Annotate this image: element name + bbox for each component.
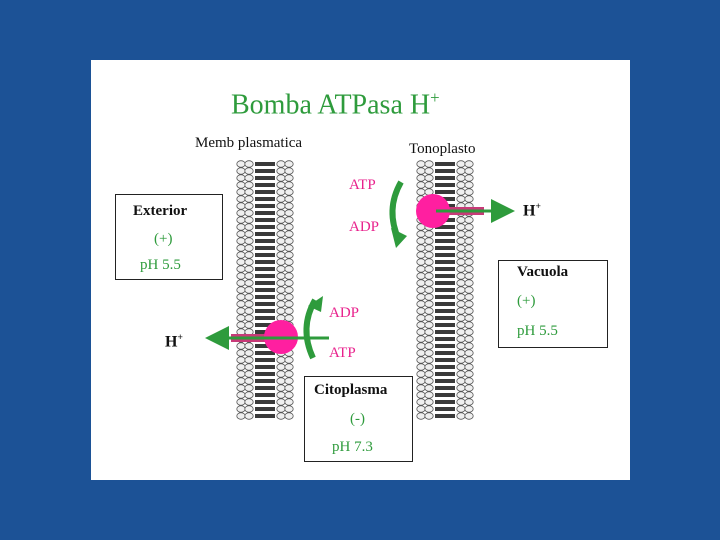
citoplasma-box: Citoplasma (-) pH 7.3 xyxy=(304,376,413,462)
vacuola-box: Vacuola (+) pH 5.5 xyxy=(498,260,608,348)
citoplasma-charge: (-) xyxy=(350,411,365,427)
curved-arrow-head xyxy=(308,296,323,312)
pump-circle xyxy=(416,194,450,228)
adp-label-bottom: ADP xyxy=(329,305,360,321)
slide-panel: Bomba ATPasa H+ Memb plasmatica Tonoplas… xyxy=(91,60,630,480)
curved-arrow-head xyxy=(391,228,407,248)
tonoplast-pump xyxy=(389,180,515,248)
diagram-title: Bomba ATPasa H+ xyxy=(231,88,440,121)
tonoplast-label: Tonoplasto xyxy=(409,141,476,157)
plasma-membrane-pump xyxy=(205,296,329,360)
pump-diagram xyxy=(205,160,515,420)
vacuola-charge: (+) xyxy=(517,293,536,309)
plasma-membrane-label: Memb plasmatica xyxy=(195,135,303,151)
exterior-charge: (+) xyxy=(154,231,173,247)
citoplasma-title: Citoplasma xyxy=(314,382,388,398)
exterior-title: Exterior xyxy=(133,203,188,219)
exterior-ph: pH 5.5 xyxy=(140,257,181,273)
citoplasma-ph: pH 7.3 xyxy=(332,439,373,455)
vacuola-ph: pH 5.5 xyxy=(517,323,558,339)
plasma-membrane-bilayer xyxy=(236,160,294,420)
vacuola-title: Vacuola xyxy=(517,264,569,280)
exterior-box: Exterior (+) pH 5.5 xyxy=(115,194,223,280)
atp-label-top: ATP xyxy=(349,177,376,193)
proton-label-top: H+ xyxy=(523,201,541,220)
adp-label-top: ADP xyxy=(349,219,380,235)
atp-label-bottom: ATP xyxy=(329,345,356,361)
proton-label-bottom: H+ xyxy=(165,332,183,351)
atp-adp-curved-arrow xyxy=(303,298,318,360)
